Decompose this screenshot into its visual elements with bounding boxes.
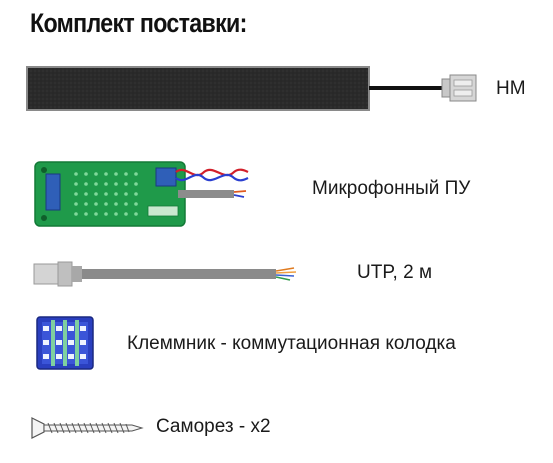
item-label: UTP, 2 м (357, 262, 433, 283)
terminal-block-icon (36, 316, 94, 370)
utp-cable-icon (33, 261, 297, 287)
item-label: Саморез - х2 (156, 416, 271, 437)
screw-icon (31, 417, 144, 439)
item-label: Клеммник - коммутационная колодка (127, 333, 456, 354)
item-label: НМ (496, 78, 526, 99)
page-title: Комплект поставки: (30, 8, 247, 38)
microphone-strip-icon (26, 66, 477, 111)
pcb-board-icon (34, 161, 249, 227)
item-label: Микрофонный ПУ (312, 178, 471, 199)
